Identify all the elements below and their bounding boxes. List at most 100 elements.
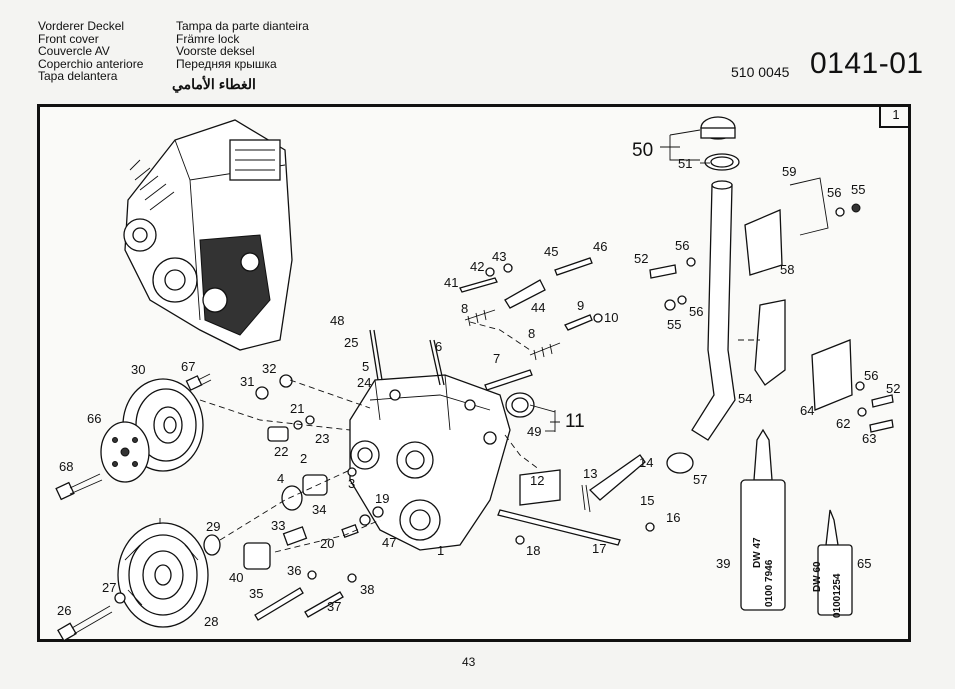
callout-45: 45 [544,244,558,259]
callout-22: 22 [274,444,288,459]
callout-56b: 56 [675,238,689,253]
center-small-parts [114,374,384,604]
callout-29: 29 [206,519,220,534]
bolt-67 [185,373,212,391]
assembly-lines [159,321,760,553]
callout-66: 66 [87,411,101,426]
callout-32: 32 [262,361,276,376]
callout-63: 63 [862,431,876,446]
callout-59: 59 [782,164,796,179]
callout-6: 6 [435,339,442,354]
callout-10: 10 [604,310,618,325]
callout-52b: 52 [886,381,900,396]
title-sv: Främre lock [176,31,240,46]
callout-57: 57 [693,472,707,487]
tube-65-label: DW 60 [812,561,823,592]
page-number: 43 [462,655,476,669]
callout-58: 58 [780,262,794,277]
callout-49: 49 [527,424,541,439]
sealant-tube-39: DW 47 0100 7946 [740,428,786,611]
callout-34: 34 [312,502,326,517]
callout-13: 13 [583,466,597,481]
callout-56c: 56 [689,304,703,319]
callout-56a: 56 [827,185,841,200]
callout-11: 11 [565,411,585,432]
callout-37: 37 [327,599,341,614]
engine-illustration [123,119,293,351]
pulley-lower [117,522,209,628]
tube-39-code: 0100 7946 [764,559,775,607]
tube-39-label: DW 47 [752,537,763,568]
callout-27: 27 [102,580,116,595]
title-it: Coperchio anteriore [38,56,144,71]
callout-67: 67 [181,359,195,374]
callout-8b: 8 [528,326,535,341]
callout-55b: 55 [667,317,681,332]
callout-62: 62 [836,416,850,431]
callout-38: 38 [360,582,374,597]
bolt-68 [55,473,103,501]
callout-33: 33 [271,518,285,533]
callout-39: 39 [716,556,730,571]
sheet-number: 1 [879,104,911,128]
callout-64: 64 [800,403,814,418]
callout-12: 12 [530,473,544,488]
front-cover-housing [349,374,511,551]
callout-42: 42 [470,259,484,274]
title-nl: Voorste deksel [176,44,255,59]
callout-68: 68 [59,459,73,474]
page-code: 0141-01 [810,47,924,80]
title-de: Vorderer Deckel [38,19,125,33]
callout-3: 3 [348,476,355,491]
callout-18: 18 [526,543,540,558]
callout-30: 30 [131,362,145,377]
callout-7: 7 [493,351,500,366]
callout-54: 54 [738,391,752,406]
callouts: 1 3 4 5 6 7 8 8 9 10 11 12 13 14 15 16 1… [57,140,900,629]
callout-47: 47 [382,535,396,550]
callout-28: 28 [204,614,218,629]
callout-23: 23 [315,431,329,446]
callout-35: 35 [249,586,263,601]
callout-4: 4 [277,471,284,486]
title-es: Tapa delantera [38,69,118,84]
callout-31: 31 [240,374,254,389]
flange-disc [100,421,150,483]
sealant-tube-65: DW 60 01001254 [812,509,853,618]
callout-21: 21 [290,401,304,416]
callout-19: 19 [375,491,389,506]
callout-2: 2 [300,451,307,466]
callout-46: 46 [593,239,607,254]
callout-44: 44 [531,300,545,315]
callout-56d: 56 [864,368,878,383]
oil-filler-assembly [649,116,894,474]
title-pt: Tampa da parte dianteira [176,19,309,33]
leader-lines [529,129,710,432]
callout-48: 48 [330,313,344,328]
pulley-upper [122,378,204,472]
callout-14: 14 [639,455,653,470]
callout-43: 43 [492,249,506,264]
callout-55a: 55 [851,182,865,197]
linkage-parts [459,257,655,546]
bolt-26 [57,605,113,642]
callout-65: 65 [857,556,871,571]
title-ar: الغطاء الأمامي [172,76,256,92]
callout-17: 17 [592,541,606,556]
callout-24: 24 [357,375,371,390]
callout-1: 1 [437,543,444,558]
callout-8a: 8 [461,301,468,316]
callout-9: 9 [577,298,584,313]
callout-5: 5 [362,359,369,374]
header-titles-left: Vorderer Deckel Front cover Couvercle AV… [38,20,143,83]
tube-65-code: 01001254 [832,573,843,618]
callout-16: 16 [666,510,680,525]
callout-41: 41 [444,275,458,290]
callout-50: 50 [632,140,653,161]
callout-40: 40 [229,570,243,585]
callout-26: 26 [57,603,71,618]
callout-20: 20 [320,536,334,551]
callout-15: 15 [640,493,654,508]
title-en: Front cover [38,31,99,46]
